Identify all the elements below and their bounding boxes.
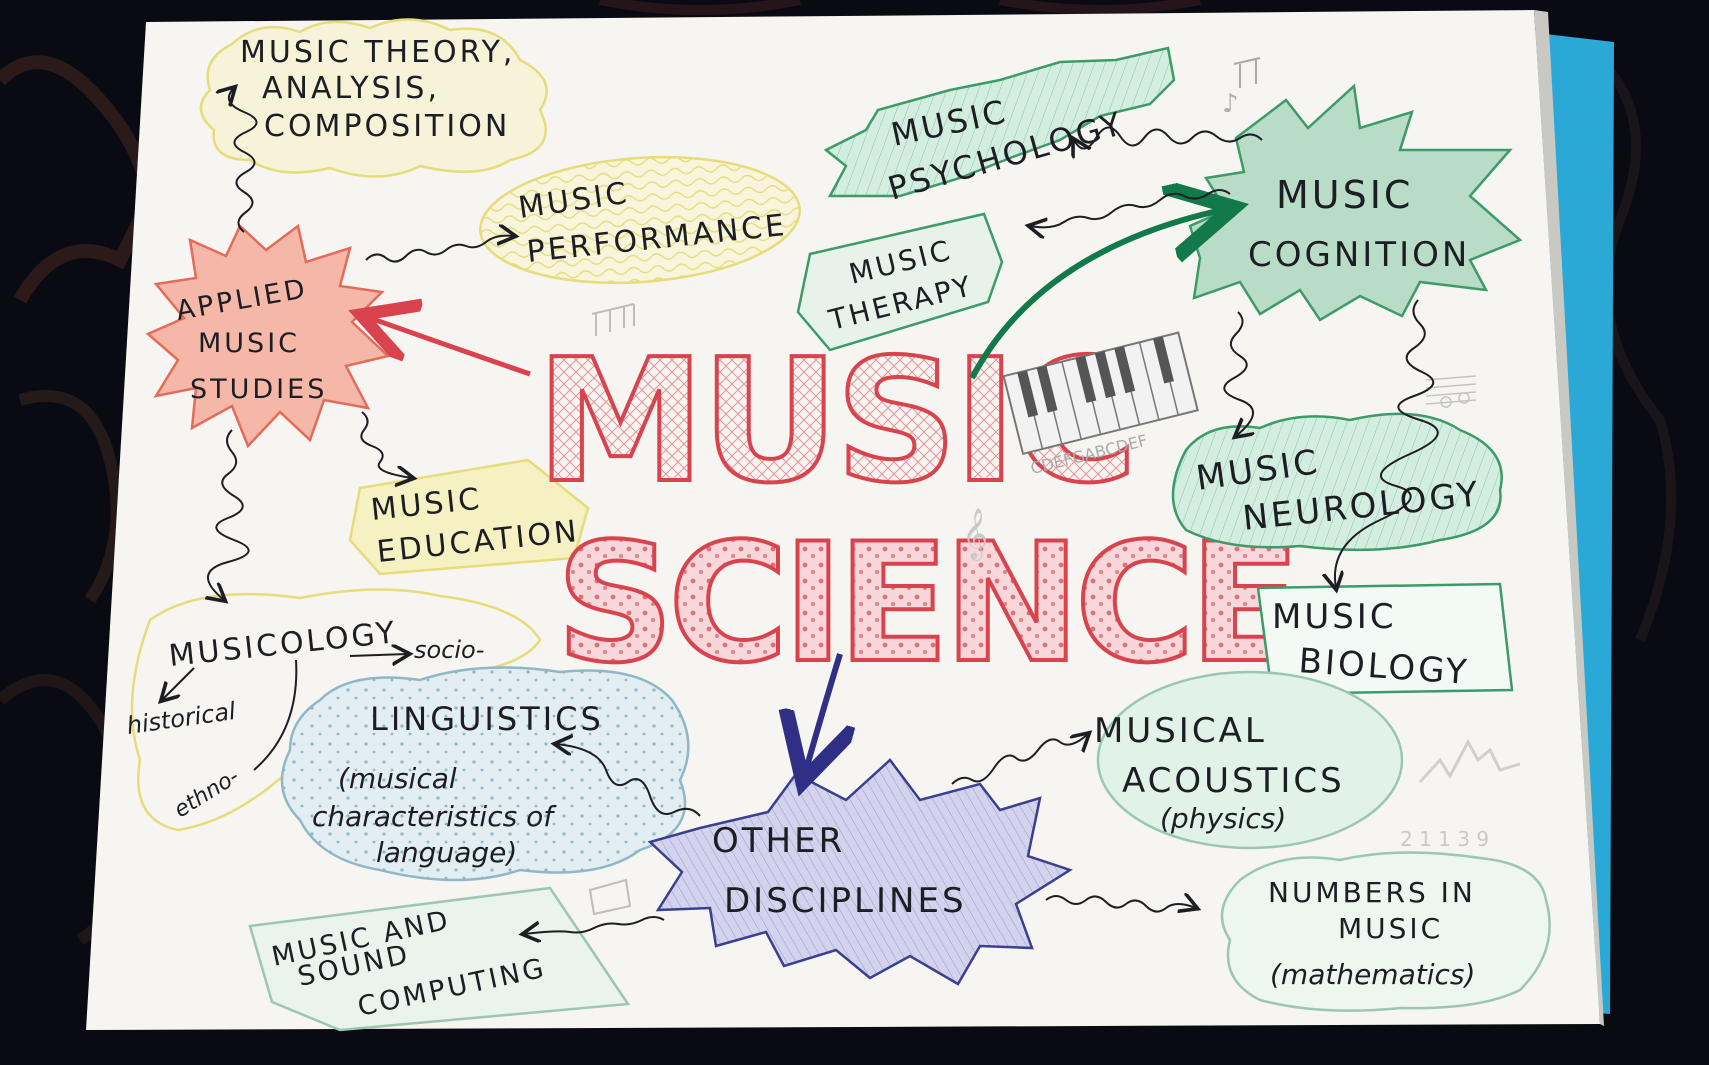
linguistics-line-1: LINGUISTICS [370, 700, 604, 738]
wavy-applied-to-musicology [208, 429, 250, 600]
waveform-icon [1418, 738, 1521, 784]
wavy-applied-to-education [360, 411, 412, 478]
music-note-icon: ♪ [1222, 57, 1261, 119]
acoustics-node: MUSICAL ACOUSTICS (physics) [1094, 670, 1404, 850]
performance-node: MUSIC PERFORMANCE [479, 155, 801, 285]
therapy-node: MUSIC THERAPY [796, 212, 1004, 352]
theory-node: MUSIC THEORY, ANALYSIS, COMPOSITION [199, 18, 548, 178]
biology-node: MUSIC BIOLOGY [1256, 582, 1514, 696]
other-line-2: DISCIPLINES [724, 881, 967, 921]
theory-line-3: COMPOSITION [264, 109, 510, 144]
acoustics-line-2: ACOUSTICS [1122, 761, 1345, 801]
numbers-line-3: (mathematics) [1270, 958, 1475, 991]
linguistics-line-2: (musical [338, 762, 457, 795]
wavy-other-to-numbers [1045, 896, 1196, 912]
acoustics-line-3: (physics) [1160, 802, 1286, 835]
cognition-node: MUSIC COGNITION [1188, 83, 1523, 322]
arrow-title-to-other [806, 653, 840, 770]
wavy-cognition-to-psychology [1074, 126, 1263, 148]
wavy-other-to-acoustics [951, 734, 1088, 785]
score-sketch-icon [1425, 375, 1477, 408]
treble-clef-icon: 𝄞 [962, 508, 988, 561]
linguistics-line-4: language) [376, 836, 517, 869]
biology-line-1: MUSIC [1272, 597, 1397, 637]
applied-line-2: MUSIC [198, 328, 300, 359]
wavy-cognition-to-biology [1335, 299, 1439, 588]
education-node: MUSIC EDUCATION [348, 458, 590, 576]
arrow-title-to-applied [370, 318, 531, 377]
title-line-2: SCIENCE [556, 508, 1295, 699]
musicology-socio: socio- [414, 636, 484, 664]
other-node: OTHER DISCIPLINES [647, 758, 1073, 986]
paper-shadow [1534, 10, 1604, 1026]
wavy-other-to-linguistics [556, 744, 701, 817]
linguistics-node: LINGUISTICS (musical characteristics of … [280, 666, 690, 882]
numbers-line-1: NUMBERS IN [1268, 876, 1476, 909]
other-line-1: OTHER [712, 821, 845, 861]
wavy-cognition-to-neurology [1223, 311, 1253, 436]
wavy-other-to-computing [524, 916, 665, 934]
music-note-glyph: ♪ [1222, 89, 1239, 119]
theory-line-1: MUSIC THEORY, [240, 35, 515, 70]
cognition-line-1: MUSIC [1276, 173, 1413, 217]
applied-line-3: STUDIES [190, 374, 327, 405]
acoustics-line-1: MUSICAL [1094, 711, 1267, 751]
wavy-cognition-to-therapy [1030, 189, 1231, 227]
linguistics-line-3: characteristics of [312, 800, 557, 833]
applied-node: APPLIED MUSIC STUDIES [145, 223, 391, 449]
cognition-line-2: COGNITION [1248, 235, 1470, 275]
wavy-applied-to-performance [365, 236, 514, 263]
arrow-title-to-cognition [969, 210, 1222, 380]
drum-notation-icon [588, 303, 635, 916]
wavy-applied-to-theory [229, 88, 258, 233]
theory-line-2: ANALYSIS, [262, 71, 440, 106]
connectors [208, 88, 1439, 934]
numbers-node: NUMBERS IN MUSIC (mathematics) [1220, 851, 1551, 1012]
numbers-line-2: MUSIC [1338, 912, 1443, 945]
digits-decoration: 2 1 1 3 9 [1400, 827, 1489, 851]
neurology-node: MUSIC NEUROLOGY [1171, 412, 1503, 552]
